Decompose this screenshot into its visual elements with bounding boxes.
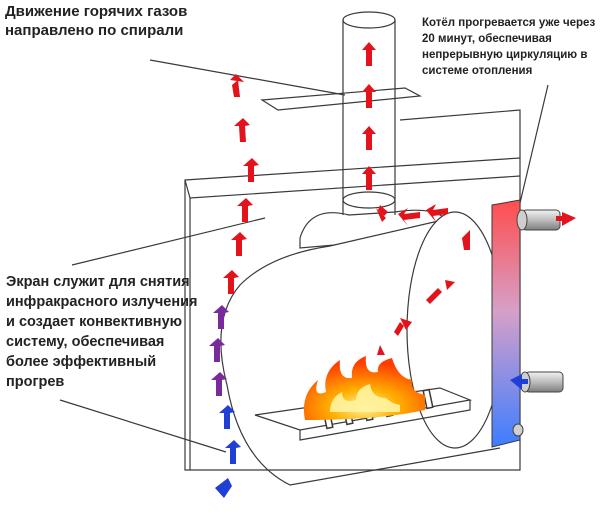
gas-flow-label: Движение горячих газов направлено по спи… <box>5 3 188 39</box>
flame-icon <box>303 356 425 420</box>
screen-label: Экран служит для снятия инфракрасного из… <box>6 274 198 390</box>
leader-lines <box>59 59 549 453</box>
pipe-fitting-icon <box>512 209 564 437</box>
water-jacket <box>491 199 521 448</box>
flow-arrow-icon <box>209 42 576 498</box>
heating-label: Котёл прогревается уже через 20 минут, о… <box>422 17 596 77</box>
